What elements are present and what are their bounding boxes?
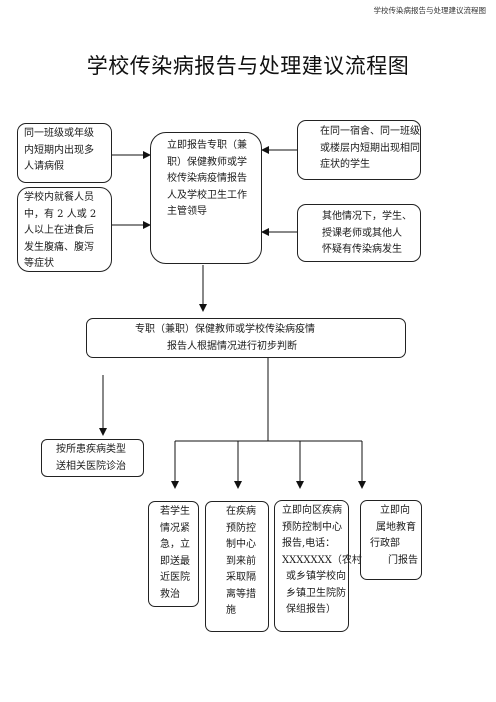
box-left-bottom: 学校内就餐人员 中，有 2 人或 2 人以上在进食后 发生腹痛、腹泻 等症状 bbox=[17, 187, 112, 272]
branch2-line: 预防控 bbox=[226, 522, 256, 534]
box-left-bottom-line: 等症状 bbox=[24, 258, 54, 269]
box-right-bottom-line: 授课老师或其他人 bbox=[322, 227, 402, 239]
box-left-top: 同一班级或年级 内短期内出现多 人请病假 bbox=[17, 123, 112, 183]
box-right-top-line: 症状的学生 bbox=[320, 159, 370, 170]
box-left-bottom-line: 发生腹痛、腹泻 bbox=[24, 241, 94, 253]
box-right-bottom-line: 怀疑有传染病发生 bbox=[322, 244, 402, 255]
branch1-line: 即送最 bbox=[160, 555, 190, 567]
branch4-line: 行政部 bbox=[370, 538, 400, 549]
box-hospital: 按所患疾病类型 送相关医院诊治 bbox=[41, 439, 144, 477]
branch4-line: 立即向 bbox=[380, 505, 410, 516]
box-judge-line: 报告人根据情况进行初步判断 bbox=[167, 340, 297, 352]
box-center-line: 职）保健教师或学 bbox=[167, 156, 247, 168]
box-left-top-line: 内短期内出现多 bbox=[24, 144, 94, 156]
branch2-line: 施 bbox=[226, 605, 236, 616]
box-right-top: 在同一宿舍、同一班级 或楼层内短期出现相同 症状的学生 bbox=[297, 120, 421, 180]
box-branch-education-report: 立即向 属地教育 行政部 门报告 bbox=[360, 500, 422, 580]
box-hospital-line: 按所患疾病类型 bbox=[56, 444, 126, 455]
header-note: 学校传染病报告与处理建议流程图 bbox=[373, 6, 487, 15]
branch1-line: 若学生 bbox=[160, 506, 190, 517]
branch3-line: 乡镇卫生院防 bbox=[286, 587, 346, 599]
box-right-bottom: 其他情况下，学生、 授课老师或其他人 怀疑有传染病发生 bbox=[297, 204, 421, 262]
branch3-line: 或乡镇学校向 bbox=[286, 571, 346, 582]
branch2-line: 采取隔 bbox=[226, 572, 256, 583]
branch3-line: 报告,电话： bbox=[282, 538, 336, 549]
box-right-top-line: 或楼层内短期出现相同 bbox=[320, 142, 420, 154]
branch3-line: XXXXXXX（农村 bbox=[282, 554, 362, 566]
box-center-line: 人及学校卫生工作 bbox=[167, 189, 247, 201]
box-center-line: 校传染病疫情报告 bbox=[167, 173, 247, 184]
branch1-line: 情况紧 bbox=[160, 522, 190, 534]
box-left-top-line: 人请病假 bbox=[24, 161, 64, 172]
branch2-line: 离等措 bbox=[226, 588, 256, 600]
box-left-bottom-line: 人以上在进食后 bbox=[24, 225, 94, 236]
box-right-top-line: 在同一宿舍、同一班级 bbox=[320, 126, 420, 137]
page-title: 学校传染病报告与处理建议流程图 bbox=[86, 54, 410, 78]
box-branch-emergency: 若学生 情况紧 急，立 即送最 近医院 救治 bbox=[148, 501, 199, 607]
branch1-line: 急，立 bbox=[160, 539, 190, 550]
box-left-bottom-line: 学校内就餐人员 bbox=[24, 192, 94, 203]
branch3-line: 保组报告） bbox=[286, 604, 336, 615]
branch2-line: 到来前 bbox=[226, 555, 256, 567]
box-initial-judgment: 专职（兼职）保健教师或学校传染病疫情 报告人根据情况进行初步判断 bbox=[86, 318, 406, 358]
box-left-bottom-line: 中，有 2 人或 2 bbox=[24, 208, 97, 220]
box-judge-line: 专职（兼职）保健教师或学校传染病疫情 bbox=[135, 324, 315, 335]
branch2-line: 制中心 bbox=[226, 539, 256, 550]
branch2-line: 在疾病 bbox=[226, 506, 256, 517]
box-center-line: 立即报告专职（兼 bbox=[167, 140, 247, 151]
branch4-line: 门报告 bbox=[388, 554, 418, 566]
branch1-line: 近医院 bbox=[160, 572, 190, 583]
box-branch-cdc-report: 立即向区疾病 预防控制中心 报告,电话： XXXXXXX（农村 或乡镇学校向 乡… bbox=[274, 500, 362, 632]
branch4-line: 属地教育 bbox=[376, 521, 416, 533]
branch3-line: 立即向区疾病 bbox=[282, 505, 342, 516]
branch3-line: 预防控制中心 bbox=[282, 521, 342, 533]
box-left-top-line: 同一班级或年级 bbox=[24, 128, 94, 139]
branch1-line: 救治 bbox=[160, 588, 180, 600]
box-branch-isolation: 在疾病 预防控 制中心 到来前 采取隔 离等措 施 bbox=[205, 501, 269, 632]
box-center-line: 主管领导 bbox=[167, 206, 207, 217]
box-right-bottom-line: 其他情况下，学生、 bbox=[322, 211, 412, 222]
box-hospital-line: 送相关医院诊治 bbox=[56, 460, 126, 472]
box-center-report: 立即报告专职（兼 职）保健教师或学 校传染病疫情报告 人及学校卫生工作 主管领导 bbox=[150, 132, 262, 264]
